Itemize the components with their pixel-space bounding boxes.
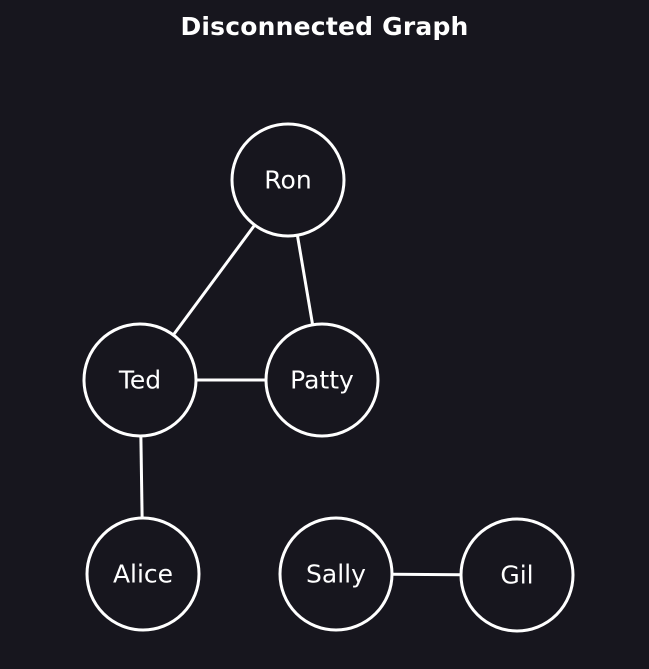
node-label-gil: Gil	[500, 561, 533, 590]
edge-ted-alice	[139, 435, 144, 519]
edges-layer	[139, 224, 462, 577]
diagram-title: Disconnected Graph	[180, 12, 469, 41]
node-ron: Ron	[230, 122, 346, 238]
edge-ron-patty	[295, 234, 315, 326]
node-gil: Gil	[459, 517, 575, 633]
node-label-ted: Ted	[118, 366, 161, 395]
node-sally: Sally	[278, 516, 394, 632]
node-circle-sally	[278, 516, 394, 632]
node-circle-alice	[85, 516, 201, 632]
node-patty: Patty	[264, 322, 380, 438]
node-circle-ted	[82, 322, 198, 438]
node-circle-ron	[230, 122, 346, 238]
node-ted: Ted	[82, 322, 198, 438]
node-label-ron: Ron	[264, 166, 311, 195]
node-alice: Alice	[85, 516, 201, 632]
node-circle-patty	[264, 322, 380, 438]
edge-ron-ted	[172, 224, 256, 336]
node-label-sally: Sally	[306, 560, 366, 589]
node-circle-gil	[459, 517, 575, 633]
node-label-patty: Patty	[290, 366, 354, 395]
node-label-alice: Alice	[113, 560, 173, 589]
